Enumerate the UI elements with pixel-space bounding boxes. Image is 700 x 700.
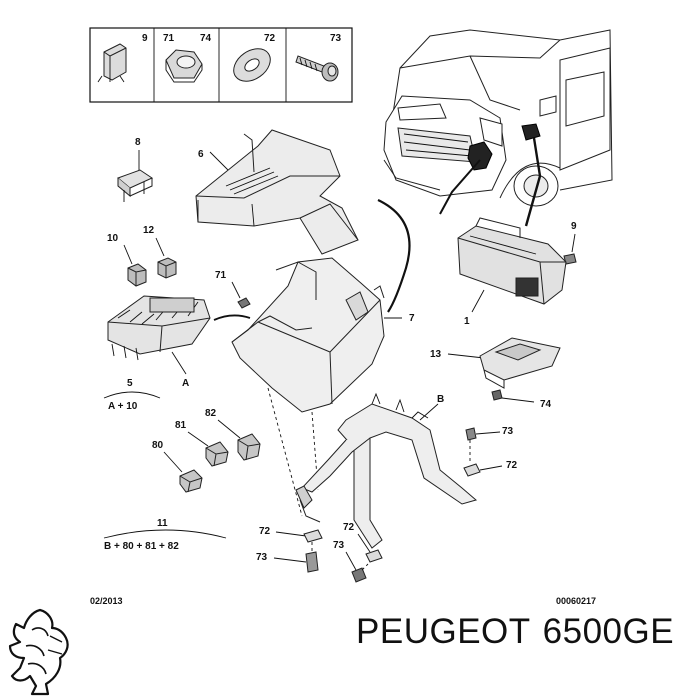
legend-label-72: 72 (264, 33, 276, 44)
connector-part-82: 82 (205, 408, 261, 461)
clip-connector-icon (97, 43, 127, 83)
washer-icon (233, 48, 271, 82)
legend-box-72: 72 (233, 33, 276, 82)
callout-11: 11 (157, 518, 168, 529)
callout-12: 12 (143, 225, 155, 236)
callout-11-sub: B + 80 + 81 + 82 (104, 541, 179, 552)
fuse-tray-part-7: 71 7 (213, 257, 415, 413)
connector-part-81: 81 (175, 420, 229, 467)
callout-group-5: 5 A + 10 (103, 378, 161, 412)
relay-part-10: 10 (107, 233, 147, 287)
callout-72-bottom-left: 72 (259, 526, 271, 537)
connector-part-80: 80 (152, 440, 203, 493)
callout-74: 74 (540, 399, 552, 410)
legend-box-9: 9 (97, 33, 148, 83)
peugeot-lion-logo-icon (8, 608, 69, 696)
callout-8: 8 (135, 137, 141, 148)
callout-group-11: 11 B + 80 + 81 + 82 (103, 518, 227, 552)
curved-separator (377, 199, 411, 313)
callout-13: 13 (430, 349, 442, 360)
dashed-guide-1 (267, 387, 303, 517)
brand-part-number: 6500GE (542, 612, 675, 651)
mounting-bracket-part-B: B (295, 392, 478, 549)
hex-nut-icon (165, 49, 203, 83)
brand-part-title: PEUGEOT 6500GE (356, 612, 686, 652)
callout-B: B (437, 394, 444, 405)
callout-A: A (182, 378, 189, 389)
legend-label-71: 71 (163, 33, 175, 44)
legend-box-73: 73 (295, 33, 342, 82)
callout-82: 82 (205, 408, 217, 419)
callout-73-bottom-right: 73 (333, 540, 345, 551)
small-parts-legend: 9 71 74 72 (89, 27, 353, 103)
control-module-part-1: 9 1 (457, 217, 577, 327)
callout-9-module: 9 (571, 221, 577, 232)
diagram-date: 02/2013 (90, 596, 123, 606)
fuse-box-cover-part-6: 6 (195, 129, 359, 255)
vehicle-front-illustration (383, 29, 613, 227)
callout-5: 5 (127, 378, 133, 389)
callout-5-sub: A + 10 (108, 401, 138, 412)
callout-81: 81 (175, 420, 187, 431)
bracket-part-13: 13 74 (430, 337, 561, 410)
legend-box-71-74: 71 74 (163, 33, 212, 83)
callout-73-right: 73 (502, 426, 514, 437)
callout-6: 6 (198, 149, 204, 160)
callout-7: 7 (409, 313, 415, 324)
screw-washer-bottom-left: 72 73 (256, 526, 323, 573)
fuse-block-part-A: A (107, 295, 211, 389)
callout-72-right: 72 (506, 460, 518, 471)
legend-label-73: 73 (330, 33, 342, 44)
legend-label-74: 74 (200, 33, 212, 44)
callout-1: 1 (464, 316, 470, 327)
screw-icon (295, 55, 339, 82)
legend-label-9: 9 (142, 33, 148, 44)
callout-72-bottom-right: 72 (343, 522, 355, 533)
callout-71: 71 (215, 270, 227, 281)
dashed-guide-2 (311, 411, 319, 491)
callout-10: 10 (107, 233, 119, 244)
relay-part-12: 12 (143, 225, 177, 279)
callout-80: 80 (152, 440, 164, 451)
screw-washer-bottom-right: 72 73 (333, 522, 383, 583)
callout-73-bottom-left: 73 (256, 552, 268, 563)
brand-make: PEUGEOT (356, 612, 531, 651)
diagram-code: 00060217 (556, 596, 596, 606)
fuse-part-8: 8 (117, 137, 154, 202)
screw-washer-right: 73 72 (463, 426, 518, 477)
